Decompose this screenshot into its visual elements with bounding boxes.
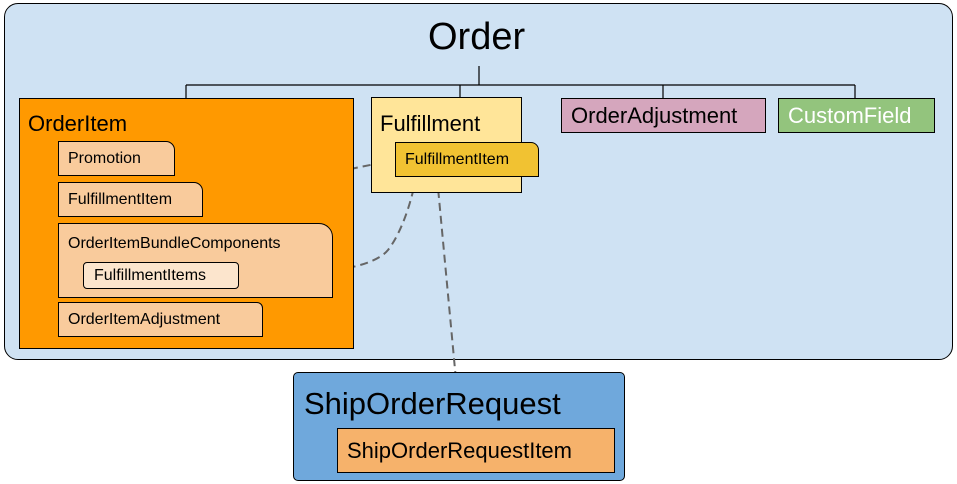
promotion-node[interactable]: Promotion [58,141,175,176]
order-title: Order [428,16,526,58]
fulfillment-title: Fulfillment [380,111,481,136]
fulfillment-fulfillmentitem-node[interactable]: FulfillmentItem [395,142,539,177]
bundle-fulfillmentitems-node[interactable]: FulfillmentItems [83,262,239,289]
order-adjustment-node[interactable]: OrderAdjustment [561,98,766,133]
ship-order-request-title: ShipOrderRequest [304,386,561,421]
orderitem-title: OrderItem [28,111,128,136]
orderitem-fulfillmentitem-node[interactable]: FulfillmentItem [58,182,203,217]
orderitem-adjustment-node[interactable]: OrderItemAdjustment [58,302,263,337]
ship-order-request-item-node[interactable]: ShipOrderRequestItem [337,428,615,473]
custom-field-node[interactable]: CustomField [778,98,935,133]
